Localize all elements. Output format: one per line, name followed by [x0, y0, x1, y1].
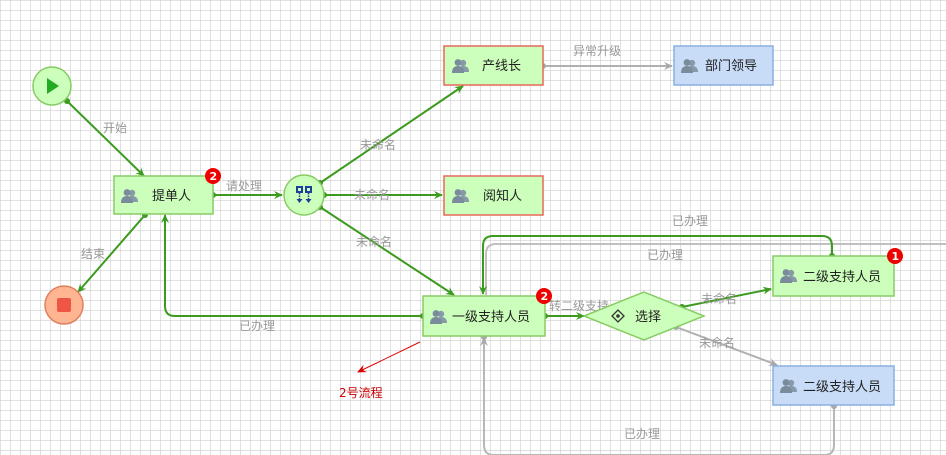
edge-l1-to-choice[interactable]: 转二级支持 — [542, 298, 609, 320]
badge — [205, 168, 221, 184]
edge-label-done-green-top: 已办理 — [672, 213, 708, 228]
edge-offscreen-to-l1[interactable]: 已办理 — [485, 243, 946, 295]
node-line-leader[interactable]: 产线长 — [443, 45, 544, 86]
annotation-label: 2号流程 — [339, 385, 383, 400]
badge — [887, 248, 903, 264]
edge-submitter-to-parallel[interactable]: 请处理 — [210, 179, 283, 199]
node-l2-support-a[interactable]: 二级支持人员 1 — [772, 248, 903, 297]
node-l2-support-b[interactable]: 二级支持人员 — [772, 365, 895, 406]
node-l1-support[interactable]: 一级支持人员 2 — [422, 288, 552, 337]
play-icon — [47, 78, 59, 94]
annotation-process-2[interactable]: 2号流程 — [339, 341, 421, 400]
edge-label-unnamed-3: 未命名 — [356, 234, 392, 249]
edge-submitter-to-end[interactable]: 结束 — [77, 212, 148, 293]
node-label-l2-support-b: 二级支持人员 — [803, 380, 881, 395]
node-reader[interactable]: 阅知人 — [443, 175, 544, 216]
node-label-reader: 阅知人 — [483, 188, 522, 204]
edge-l1-to-submitter[interactable]: 已办理 — [161, 214, 426, 333]
node-parallel-gateway[interactable] — [283, 174, 325, 216]
stop-icon — [57, 298, 71, 312]
node-label-submitter: 提单人 — [152, 188, 191, 204]
node-choice[interactable]: 选择 — [581, 291, 707, 341]
edge-label-to-l2: 转二级支持 — [549, 298, 609, 313]
edge-label-unnamed-1: 未命名 — [360, 137, 396, 152]
edge-label-done-gray-top: 已办理 — [647, 247, 683, 262]
edge-label-done-bottom: 已办理 — [624, 426, 660, 441]
edge-line-leader-to-dept-leader[interactable]: 异常升级 — [540, 44, 673, 70]
edge-parallel-to-l1[interactable]: 未命名 — [317, 204, 455, 296]
edge-label-request: 请处理 — [226, 179, 262, 193]
end-node[interactable] — [44, 285, 84, 325]
edge-label-done-return: 已办理 — [239, 318, 275, 333]
node-label-line-leader: 产线长 — [482, 59, 521, 74]
node-submitter[interactable]: 提单人 2 — [113, 168, 221, 215]
edge-label-unnamed-2: 未命名 — [354, 187, 390, 202]
edge-label-start: 开始 — [103, 121, 127, 135]
badge-count: 2 — [541, 290, 549, 303]
edge-parallel-to-line-leader[interactable]: 未命名 — [317, 85, 464, 186]
eye-diamond-icon — [611, 309, 625, 323]
badge — [536, 288, 552, 304]
node-label-dept-leader: 部门领导 — [705, 59, 757, 74]
node-dept-leader[interactable]: 部门领导 — [673, 45, 774, 86]
edge-start-to-submitter[interactable]: 开始 — [64, 98, 145, 177]
edge-label-end: 结束 — [81, 247, 105, 261]
edge-choice-to-l2b[interactable]: 未命名 — [673, 324, 778, 366]
node-label-choice: 选择 — [635, 310, 661, 325]
node-label-l1-support: 一级支持人员 — [452, 310, 530, 325]
edge-parallel-to-reader[interactable]: 未命名 — [321, 187, 443, 202]
edge-label-unnamed-5: 未命名 — [699, 335, 735, 350]
fork-icon — [296, 186, 312, 203]
start-node[interactable] — [32, 66, 72, 106]
badge-count: 1 — [892, 250, 900, 263]
edge-label-escalate: 异常升级 — [573, 44, 621, 58]
edge-choice-to-l2a[interactable]: 未命名 — [679, 286, 772, 310]
badge-count: 2 — [210, 170, 218, 183]
edge-l2b-to-l1[interactable]: 已办理 — [480, 334, 837, 455]
edge-label-unnamed-4: 未命名 — [701, 291, 737, 306]
node-label-l2-support-a: 二级支持人员 — [803, 270, 881, 285]
edge-l2a-to-l1[interactable]: 已办理 — [479, 213, 835, 295]
